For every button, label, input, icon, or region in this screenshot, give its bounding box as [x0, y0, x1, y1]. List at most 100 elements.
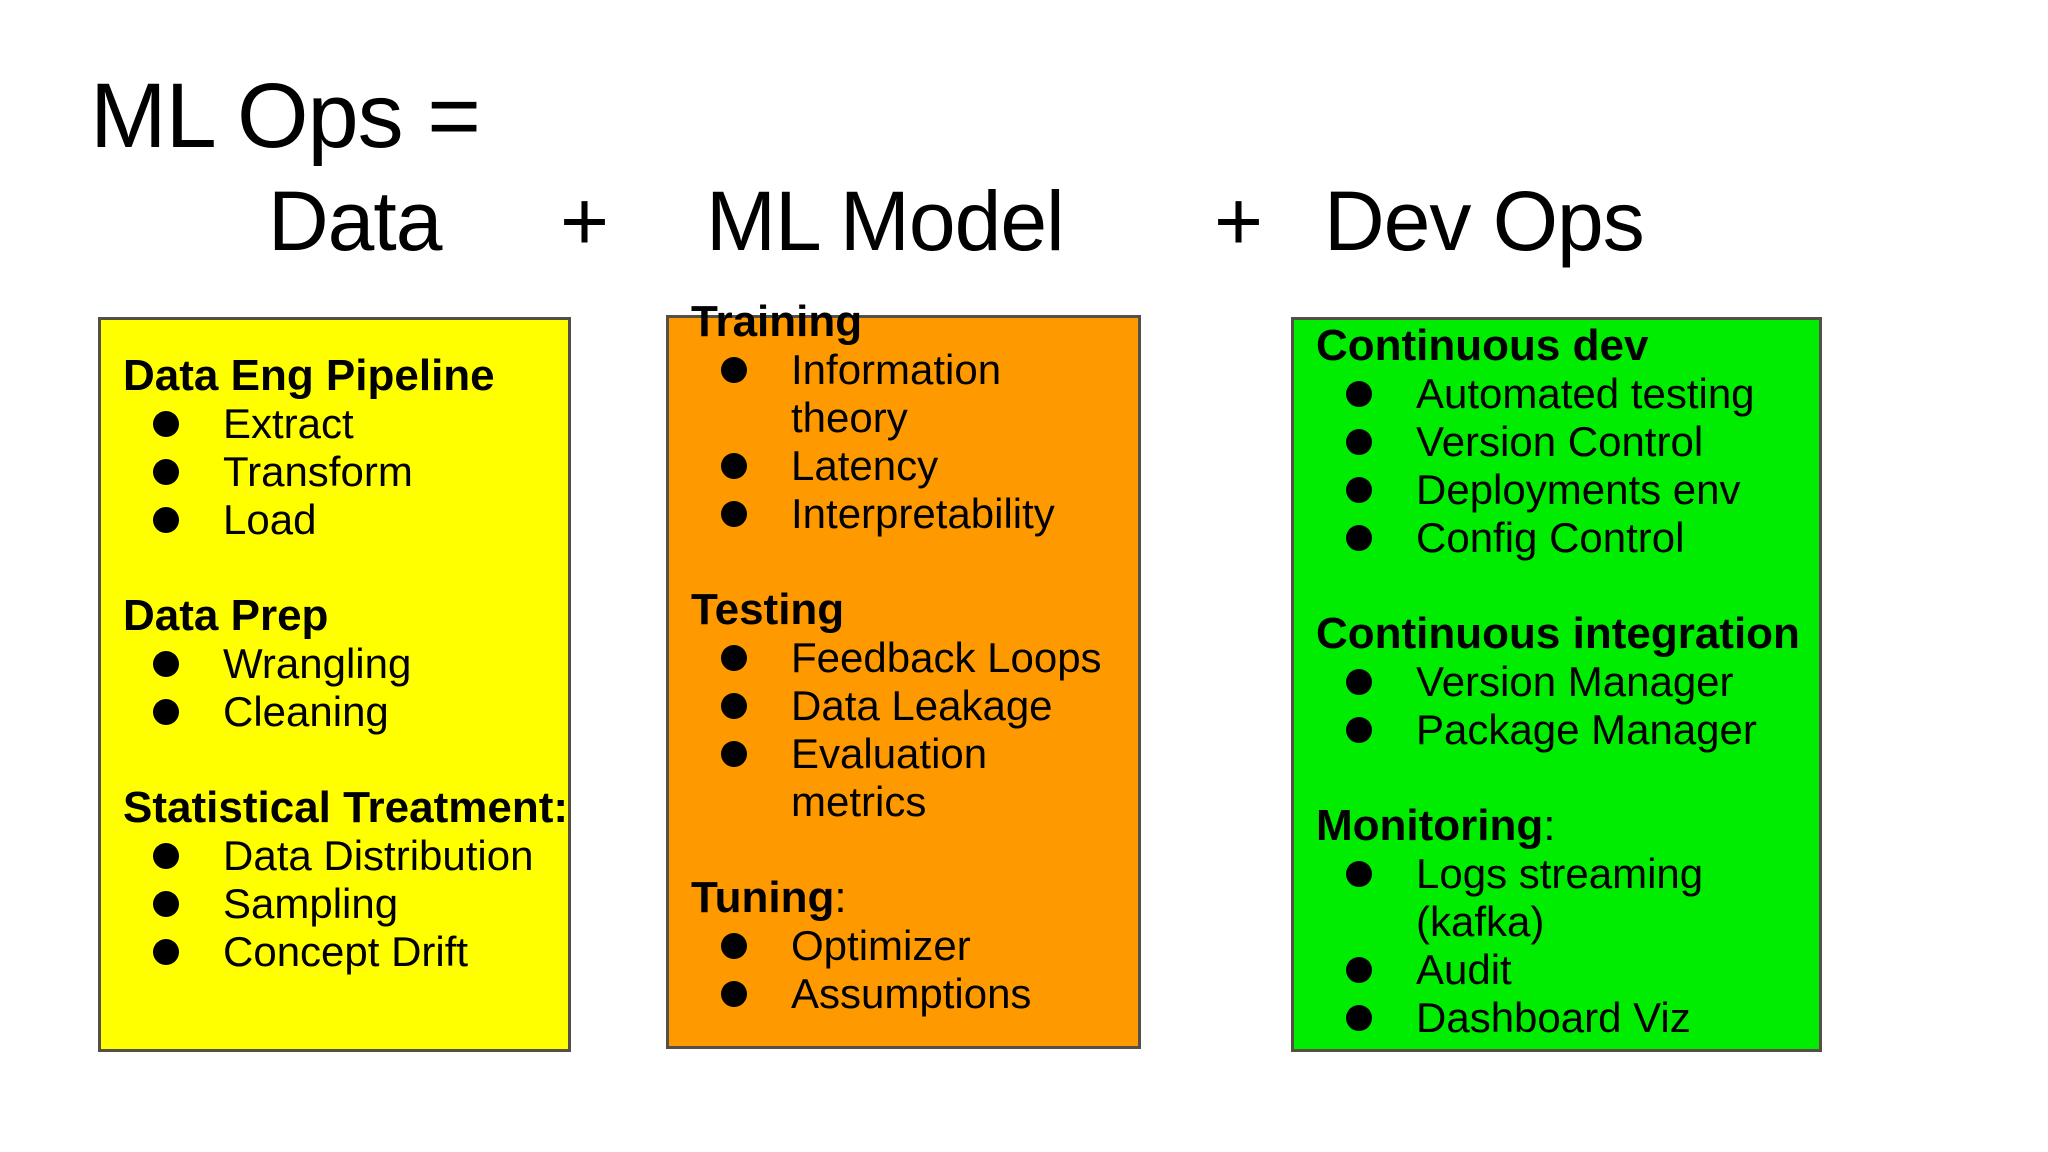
bullet-item: Package Manager: [1316, 706, 1803, 754]
section-heading: Monitoring:: [1316, 801, 1556, 850]
bullet-item: Cleaning: [123, 688, 552, 736]
bullet-item: Automated testing: [1316, 370, 1803, 418]
bullet-item-label: Extract: [223, 400, 354, 447]
bullet-item: Interpretability: [691, 490, 1112, 538]
plus-sign: +: [560, 174, 609, 268]
bullet-item: Evaluation metrics: [691, 730, 1112, 826]
section-heading: Continuous dev: [1316, 321, 1649, 370]
bullet-icon: [153, 507, 179, 533]
bullet-icon: [1346, 477, 1372, 503]
bullet-item-label: Version Control: [1416, 418, 1704, 465]
bullet-icon: [1346, 717, 1372, 743]
bullet-icon: [153, 939, 179, 965]
bullet-item-label: Optimizer: [791, 922, 971, 969]
bullet-item: Feedback Loops: [691, 634, 1112, 682]
bullet-item-label: Interpretability: [791, 490, 1055, 537]
bullet-item: Load: [123, 496, 552, 544]
bullet-item: Assumptions: [691, 970, 1112, 1018]
section-heading: Data Prep: [123, 591, 329, 640]
bullet-item-label: Concept Drift: [223, 928, 469, 975]
bullet-icon: [153, 459, 179, 485]
heading-suffix: :: [834, 873, 847, 922]
bullet-icon: [1346, 861, 1372, 887]
section-heading: Training: [691, 297, 863, 346]
bullet-icon: [1346, 429, 1372, 455]
bullet-item: Data Leakage: [691, 682, 1112, 730]
bullet-item-label: Information theory: [791, 346, 1002, 441]
bullet-icon: [721, 741, 747, 767]
bullet-item-label: Cleaning: [223, 688, 389, 735]
bullet-icon: [721, 453, 747, 479]
bullet-item: Deployments env: [1316, 466, 1803, 514]
bullet-icon: [721, 981, 747, 1007]
equation-term-ml-model: ML Model: [706, 174, 1065, 268]
bullet-item-label: Data Leakage: [791, 682, 1053, 729]
bullet-icon: [153, 699, 179, 725]
bullet-item: Version Control: [1316, 418, 1803, 466]
section-heading: Statistical Treatment:: [123, 783, 569, 832]
slide-title: ML Ops =: [90, 65, 481, 167]
bullet-icon: [1346, 381, 1372, 407]
bullet-item-label: Sampling: [223, 880, 399, 927]
bullet-item: Latency: [691, 442, 1112, 490]
equation-term-data: Data: [268, 174, 442, 268]
bullet-icon: [1346, 669, 1372, 695]
bullet-icon: [1346, 957, 1372, 983]
bullet-item-label: Feedback Loops: [791, 634, 1102, 681]
equation-term-dev-ops: Dev Ops: [1324, 174, 1645, 268]
bullet-icon: [1346, 1005, 1372, 1031]
bullet-icon: [721, 501, 747, 527]
bullet-item: Extract: [123, 400, 552, 448]
bullet-item: Dashboard Viz: [1316, 994, 1803, 1042]
bullet-item-label: Logs streaming (kafka): [1416, 850, 1704, 945]
bullet-item-label: Load: [223, 496, 317, 543]
section-heading: Testing: [691, 585, 845, 634]
bullet-item: Transform: [123, 448, 552, 496]
bullet-item-label: Latency: [791, 442, 939, 489]
bullet-item: Audit: [1316, 946, 1803, 994]
bullet-item: Config Control: [1316, 514, 1803, 562]
bullet-item-label: Version Manager: [1416, 658, 1734, 705]
bullet-icon: [721, 357, 747, 383]
bullet-item: Concept Drift: [123, 928, 552, 976]
bullet-item-label: Transform: [223, 448, 413, 495]
bullet-item-label: Data Distribution: [223, 832, 534, 879]
bullet-icon: [721, 645, 747, 671]
bullet-item-label: Automated testing: [1416, 370, 1755, 417]
bullet-item: Data Distribution: [123, 832, 552, 880]
bullet-item: Version Manager: [1316, 658, 1803, 706]
bullet-item: Wrangling: [123, 640, 552, 688]
bullet-item: Information theory: [691, 346, 1112, 442]
bullet-item-label: Dashboard Viz: [1416, 994, 1691, 1041]
bullet-icon: [153, 411, 179, 437]
bullet-item-label: Evaluation metrics: [791, 730, 988, 825]
section-heading: Tuning:: [691, 873, 847, 922]
section-heading: Data Eng Pipeline: [123, 351, 495, 400]
bullet-item-label: Config Control: [1416, 514, 1685, 561]
bullet-icon: [153, 891, 179, 917]
bullet-item: Sampling: [123, 880, 552, 928]
bullet-icon: [721, 693, 747, 719]
bullet-item-label: Deployments env: [1416, 466, 1741, 513]
bullet-item-label: Package Manager: [1416, 706, 1757, 753]
bullet-item-label: Wrangling: [223, 640, 412, 687]
bullet-icon: [153, 843, 179, 869]
